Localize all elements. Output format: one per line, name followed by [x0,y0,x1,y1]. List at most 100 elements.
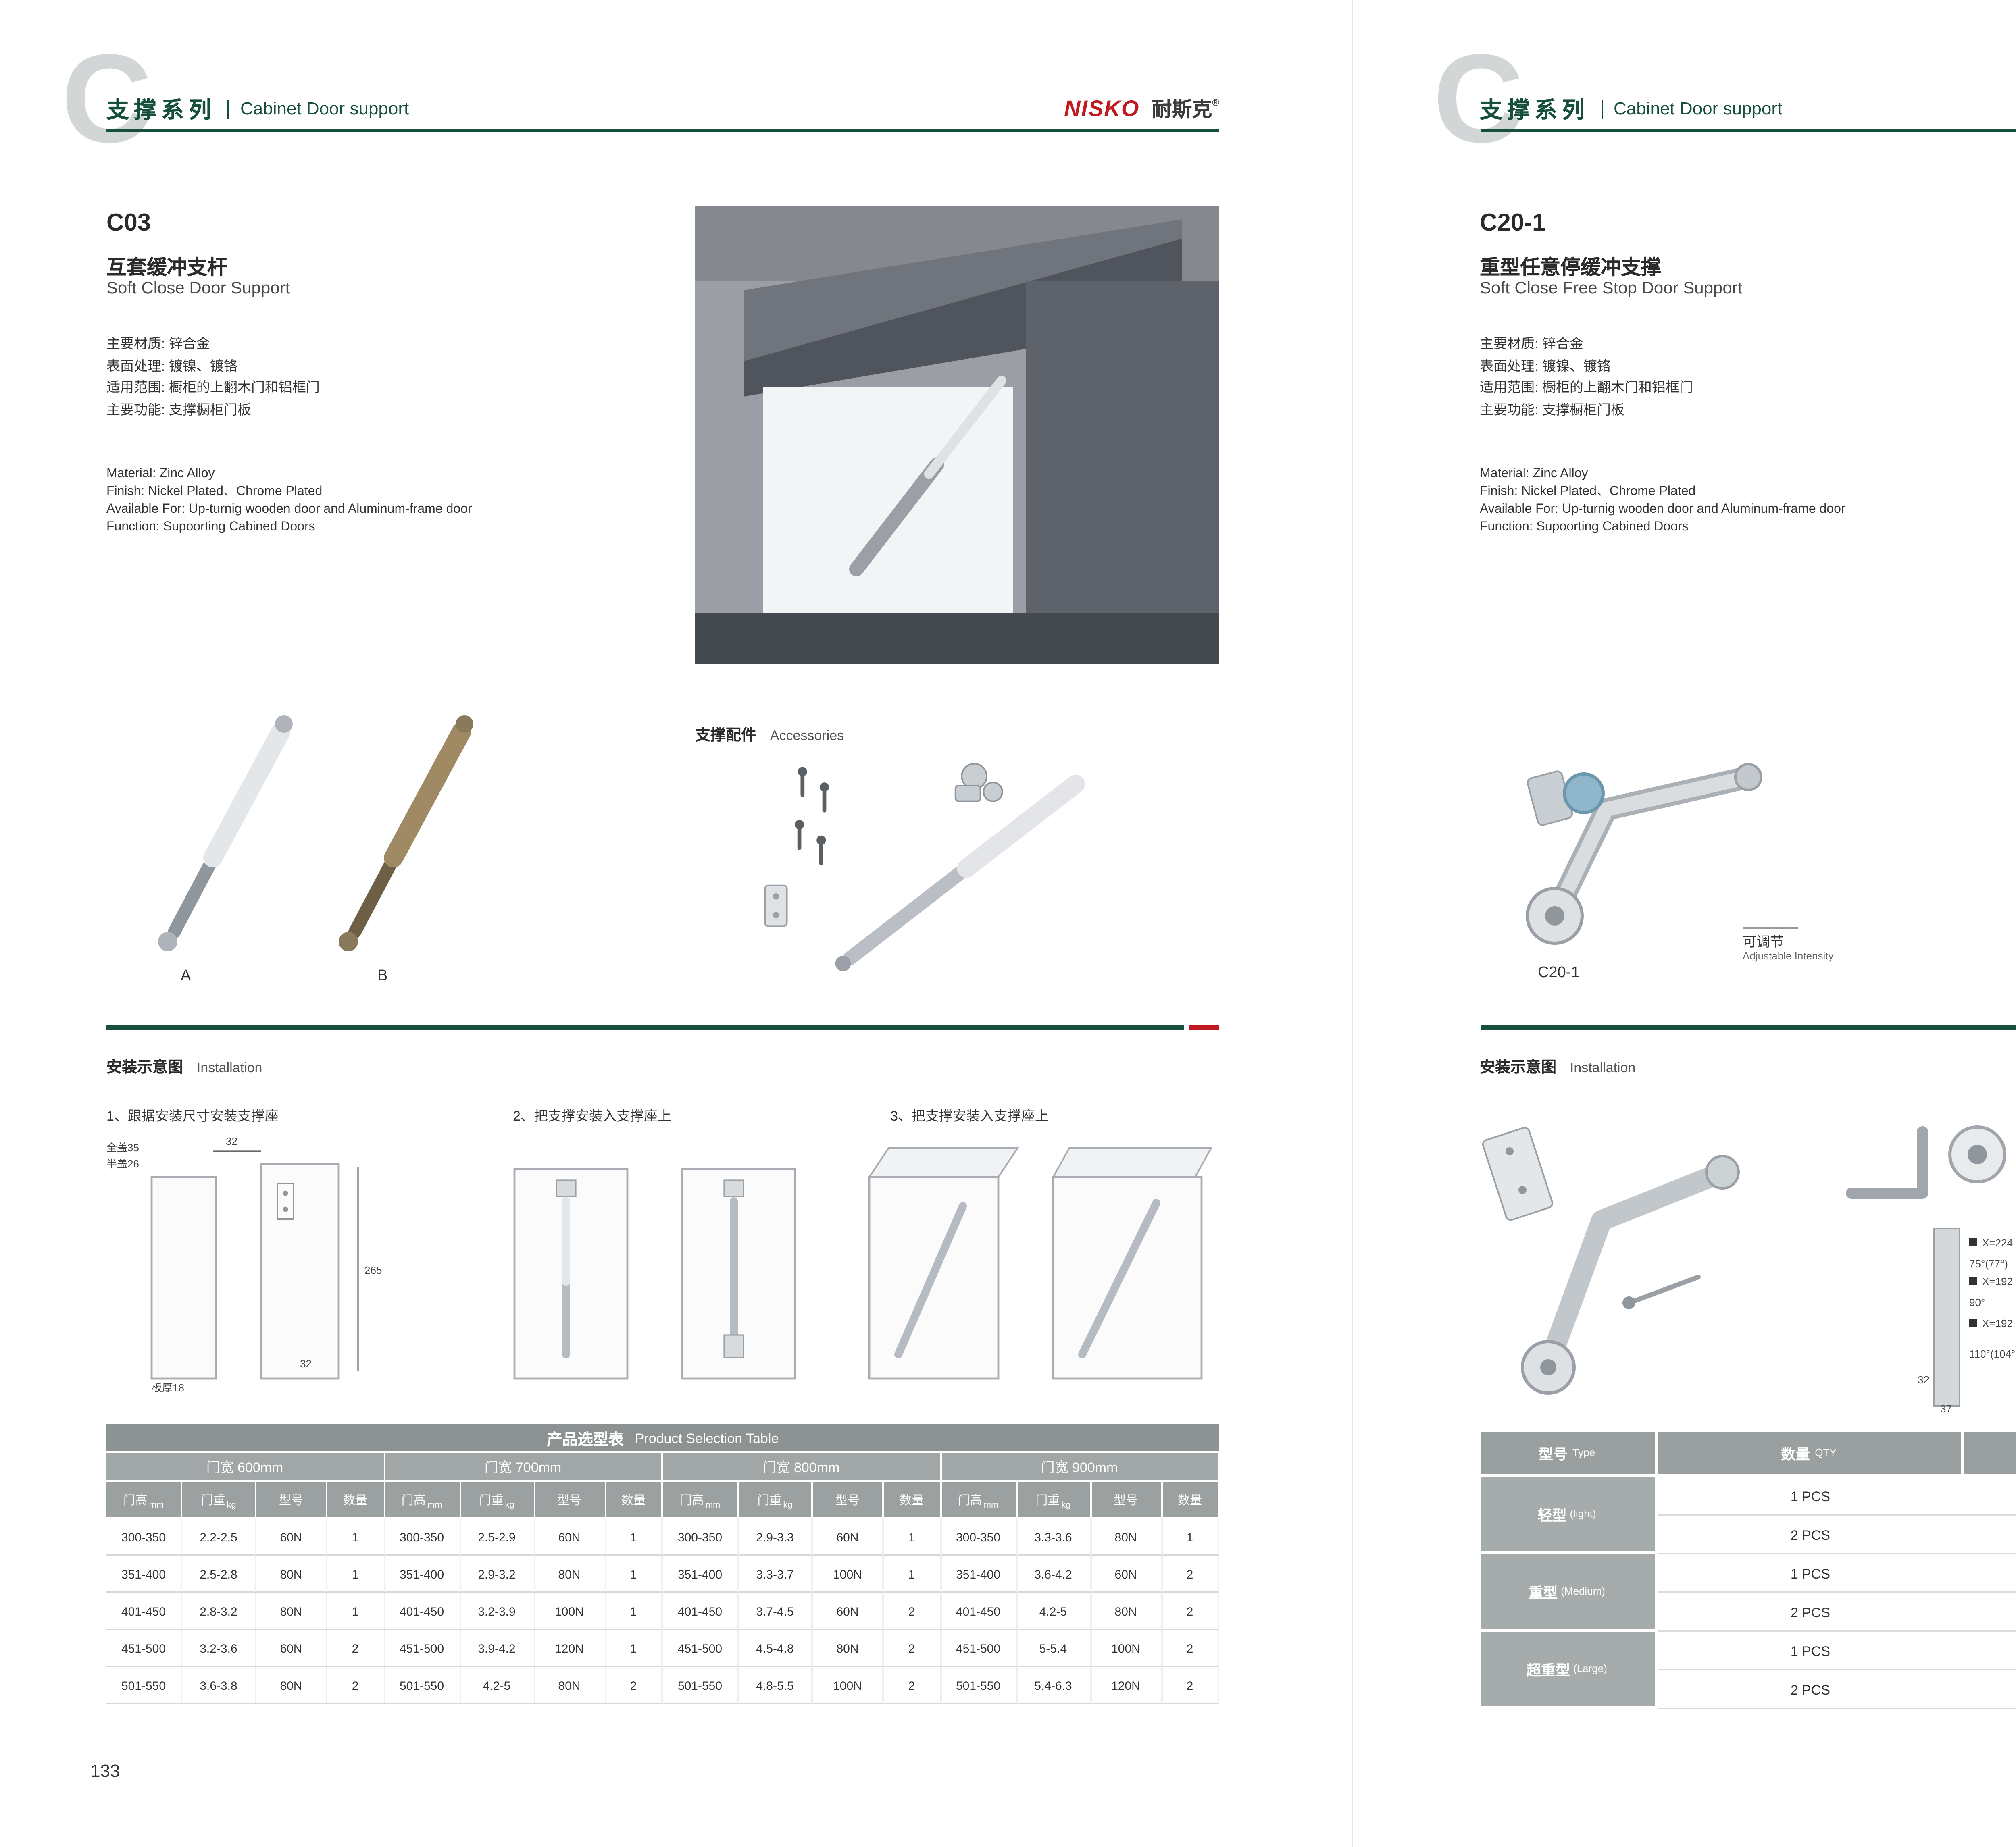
spec-line: Function: Supoorting Cabined Doors [1480,519,1689,534]
table-cell: 100N [1091,1630,1162,1667]
group-header: 门宽 900mm [941,1453,1219,1482]
table-cell: (L) 900-1300mm (H) 400mm [1964,1593,2016,1632]
section-rule [106,1025,1219,1030]
spec-line: 主要功能: 支撑橱柜门板 [106,401,251,417]
table-cell: 3.3-3.7 [739,1556,813,1593]
table-cell: 120N [1091,1667,1162,1704]
col-header-model: 型号 [535,1482,606,1519]
table-cell: 451-500 [941,1630,1017,1667]
install-diagram-plate: X=224 75°(77°) X=192 90° X=192 110°(104°… [1917,1222,2016,1424]
rule-green [106,1025,1184,1030]
table-cell: 80N [256,1667,327,1704]
logo-wordmark: NISKO [1064,95,1140,121]
table-cell: 2 PCS [1657,1516,1964,1554]
table-cell: (L) 300-500mm (H) 400mm [1964,1477,2016,1516]
spec-line: 适用范围: 橱柜的上翻木门和铝框门 [106,379,320,395]
install-step-1: 1、跟据安装尺寸安装支撑座 [106,1108,279,1124]
table-cell: 300-350 [106,1519,182,1556]
install-diagram-1: 全盖35 半盖26 32 265 32 板厚18 [106,1129,397,1403]
table-cell: 401-450 [106,1593,182,1630]
callout-cn: 可调节 [1743,934,1784,950]
table-cell: 4.5-4.8 [739,1630,813,1667]
product-selection-table: 产品选型表 Product Selection Table 门宽 600mm 门… [106,1424,1219,1704]
table-cell: 2 PCS [1657,1593,1964,1632]
table-cell: 2 [1162,1630,1219,1667]
table-cell: 1 PCS [1657,1477,1964,1516]
table-cell: 4.2-5 [460,1667,535,1704]
spec-line: 表面处理: 镀镍、镀铬 [106,357,237,373]
group-header: 门宽 600mm [106,1453,385,1482]
table-cell: 2.2-2.5 [182,1519,256,1556]
dim-label: 37 [1939,1403,1951,1415]
rule-green [1480,1025,2016,1030]
header-rule [106,129,1219,132]
accessories-title-en: Accessories [770,727,844,743]
table-cell: 2.8-3.2 [182,1593,256,1630]
dim-label: 110°(104°) [1968,1348,2016,1360]
series-title-en: Cabinet Door support [227,100,409,119]
install-step-2: 2、把支撑安装入支撑座上 [513,1108,671,1124]
table-cell: 2.9-3.2 [460,1556,535,1593]
dim-label: X=224 [1981,1237,2012,1249]
table-cell: 1 [884,1556,941,1593]
group-header: 门宽 800mm [663,1453,941,1482]
type-cell-large: 超重型(Large) [1480,1632,1657,1709]
c20-1-label: C20-1 [1538,964,1580,982]
install-diagram-3 [863,1129,1218,1403]
spec-line: Available For: Up-turnig wooden door and… [106,501,472,516]
spec-table-body: 轻型(light) 1 PCS (L) 300-500mm (H) 400mm … [1480,1477,2016,1709]
table-cell: (L) 600-800mm (H) 400mm [1964,1554,2016,1593]
accessories-title-cn: 支撑配件 [695,727,757,745]
installation-title-cn: 安装示意图 [106,1059,183,1077]
table-cell: 1 [327,1519,385,1556]
installation-title: 安装示意图 Installation [106,1051,262,1080]
table-cell: 100N [813,1556,884,1593]
series-c-watermark: C [61,27,152,169]
table-cell: 3.9-4.2 [460,1630,535,1667]
group-header: 门宽 700mm [385,1453,663,1482]
table-title-cn: 产品选型表 [547,1431,624,1449]
product-name-cn: 重型任意停缓冲支撑 [1480,256,1662,279]
table-cell: 451-500 [385,1630,460,1667]
table-cell: 80N [535,1667,606,1704]
table-cell: 120N [535,1630,606,1667]
adjustable-callout: 可调节 Adjustable Intensity [1743,927,1834,963]
rule-red [1189,1025,1219,1030]
product-photo [695,206,1219,672]
dim-label: 32 [300,1358,312,1370]
col-header-qty: 数量 [327,1482,385,1519]
series-title-cn: 支撑系列 [1480,97,1589,123]
table-cell: 300-350 [663,1519,739,1556]
table-cell: 1 [884,1519,941,1556]
page-133: C 支撑系列 Cabinet Door support NISKO 耐斯克® C… [61,27,1219,1782]
table-cell: 2 [606,1667,663,1704]
table-cell: 501-550 [106,1667,182,1704]
table-cell: 351-400 [385,1556,460,1593]
type-cell-medium: 重型(Medium) [1480,1554,1657,1632]
spec-line: 表面处理: 镀镍、镀铬 [1480,357,1611,373]
spec-line: Finish: Nickel Plated、Chrome Plated [106,484,323,498]
table-cell: 351-400 [106,1556,182,1593]
variant-b-label: B [377,967,388,985]
series-title-cn: 支撑系列 [106,97,216,123]
specs-english: Material: Zinc Alloy Finish: Nickel Plat… [106,464,655,535]
callout-en: Adjustable Intensity [1743,951,1834,963]
table-cell: 3.6-4.2 [1017,1556,1091,1593]
logo-chinese: 耐斯克 [1152,98,1212,121]
install-diagram-2 [508,1129,814,1403]
table-cell: 2 [1162,1556,1219,1593]
spec-line: Finish: Nickel Plated、Chrome Plated [1480,484,1696,498]
table-cell: 351-400 [941,1556,1017,1593]
nisko-logo: NISKO 耐斯克® [1026,92,1219,124]
table-cell: 1 [606,1630,663,1667]
dim-label: X=192 [1981,1275,2012,1287]
dim-label: 板厚18 [152,1382,184,1394]
